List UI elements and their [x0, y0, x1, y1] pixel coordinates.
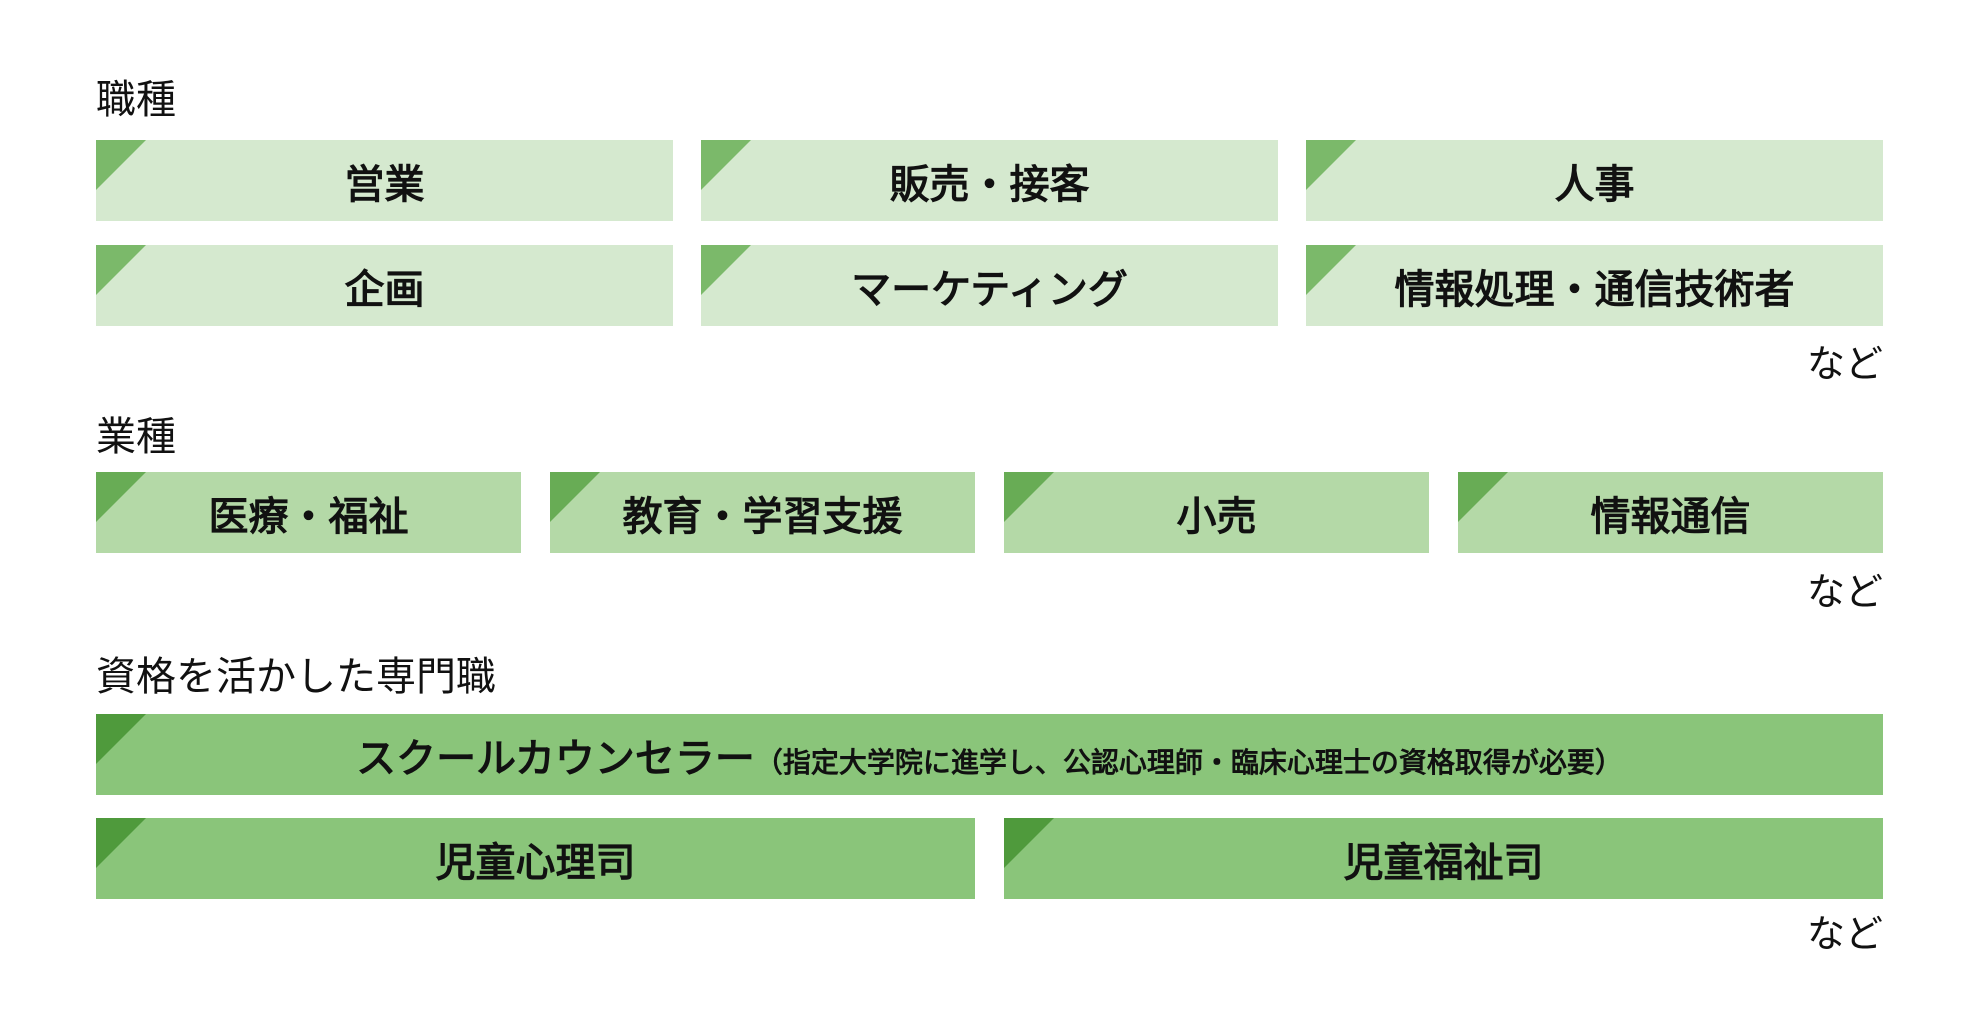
occupation-item: 販売・接客 [701, 140, 1278, 221]
corner-triangle-icon [1458, 472, 1508, 522]
corner-triangle-icon [96, 140, 146, 190]
etc-note: など [1806, 912, 1883, 956]
item-main-label: スクールカウンセラー [356, 735, 755, 782]
item-sub-label: （指定大学院に進学し、公認心理師・臨床心理士の資格取得が必要） [754, 745, 1623, 779]
occupation-item: 人事 [1306, 140, 1883, 221]
etc-note: など [1806, 570, 1883, 614]
corner-triangle-icon [550, 472, 600, 522]
item-label: 児童心理司 [435, 839, 636, 886]
industry-item: 情報通信 [1458, 472, 1883, 553]
item-label: 教育・学習支援 [622, 493, 903, 540]
corner-triangle-icon [701, 245, 751, 295]
item-label: 営業 [344, 161, 425, 208]
etc-note: など [1806, 342, 1883, 386]
profession-item: 児童福祉司 [1004, 818, 1883, 899]
occupation-item: 営業 [96, 140, 673, 221]
corner-triangle-icon [1004, 818, 1054, 868]
profession-item: 児童心理司 [96, 818, 975, 899]
item-label: 人事 [1554, 161, 1635, 208]
industry-item: 教育・学習支援 [550, 472, 975, 553]
item-label: 医療・福祉 [208, 493, 409, 540]
profession-item-school-counselor: スクールカウンセラー（指定大学院に進学し、公認心理師・臨床心理士の資格取得が必要… [96, 714, 1883, 795]
item-label: 情報通信 [1590, 493, 1751, 540]
item-label: 企画 [344, 266, 425, 313]
corner-triangle-icon [96, 472, 146, 522]
section-title-qualified-professions: 資格を活かした専門職 [96, 654, 496, 700]
corner-triangle-icon [96, 714, 146, 764]
corner-triangle-icon [1306, 245, 1356, 295]
item-label: マーケティング [851, 266, 1128, 313]
occupation-item: マーケティング [701, 245, 1278, 326]
corner-triangle-icon [1004, 472, 1054, 522]
item-label: 小売 [1176, 493, 1257, 540]
item-label: 児童福祉司 [1343, 839, 1544, 886]
industry-item: 医療・福祉 [96, 472, 521, 553]
section-title-industry: 業種 [96, 414, 176, 460]
item-label: スクールカウンセラー（指定大学院に進学し、公認心理師・臨床心理士の資格取得が必要… [356, 726, 1623, 784]
occupation-item: 企画 [96, 245, 673, 326]
item-label: 販売・接客 [889, 161, 1090, 208]
corner-triangle-icon [96, 818, 146, 868]
occupation-item: 情報処理・通信技術者 [1306, 245, 1883, 326]
corner-triangle-icon [701, 140, 751, 190]
item-label: 情報処理・通信技術者 [1394, 266, 1795, 313]
industry-item: 小売 [1004, 472, 1429, 553]
corner-triangle-icon [1306, 140, 1356, 190]
corner-triangle-icon [96, 245, 146, 295]
section-title-occupation: 職種 [96, 77, 176, 123]
